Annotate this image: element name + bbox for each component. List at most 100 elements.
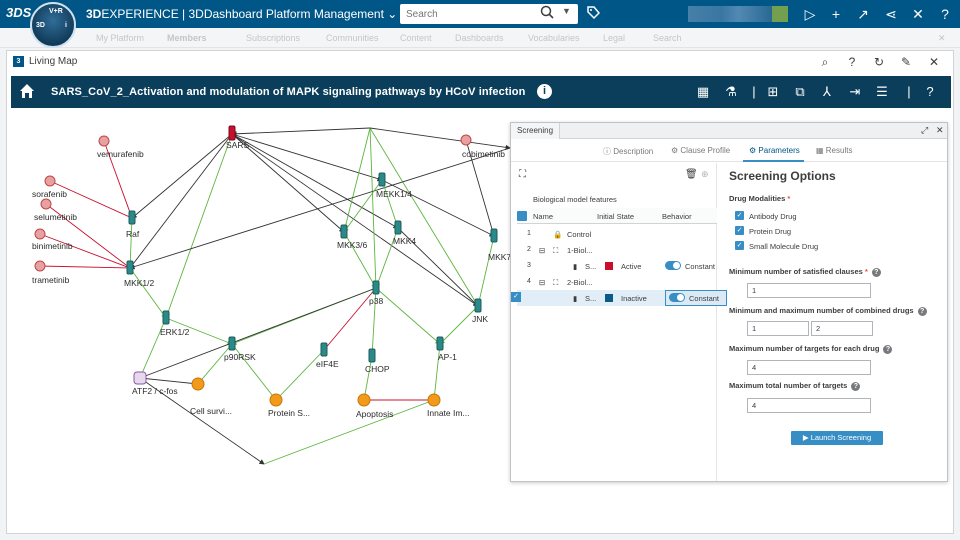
table-row[interactable]: 1 🔒 Control (527, 230, 592, 239)
export-icon[interactable]: ⇥ (849, 84, 861, 99)
table-icon[interactable]: ▦ (696, 84, 710, 99)
node-label-sars[interactable]: SARS (226, 140, 250, 150)
info-icon[interactable]: i (537, 84, 552, 99)
search-input[interactable] (406, 6, 536, 22)
tab-legal[interactable]: Legal (603, 33, 626, 43)
max-combined-input[interactable]: 2 (811, 321, 873, 336)
table-row[interactable]: 4 ⊟ ⛶ 2-Biol... (527, 278, 593, 287)
node-label-innate-immunity[interactable]: Innate Im... (427, 408, 470, 418)
help-icon[interactable]: ? (883, 344, 893, 354)
tag-icon[interactable] (586, 5, 600, 21)
document-icon[interactable]: ☰ (876, 84, 888, 99)
checkbox-small-molecule-drug[interactable]: ✓Small Molecule Drug (735, 241, 819, 251)
node-label-vemurafenib[interactable]: vemurafenib (97, 149, 144, 159)
refresh-icon[interactable]: ↻ (873, 55, 885, 69)
checkbox[interactable]: ✓ (735, 226, 744, 235)
node-label-selumetinib[interactable]: selumetinib (34, 212, 77, 222)
trash-icon[interactable]: 🗑 (685, 169, 698, 180)
node-label-mkk4[interactable]: MKK4 (393, 236, 417, 246)
maximize-icon[interactable]: ⤢ (921, 125, 929, 135)
tab-my-platform[interactable]: My Platform (96, 33, 145, 43)
chevron-down-icon[interactable]: ▼ (562, 6, 571, 16)
close-icon[interactable]: ✕ (936, 125, 944, 135)
checkbox-antibody-drug[interactable]: ✓Antibody Drug (735, 211, 797, 221)
active-color-swatch[interactable] (605, 262, 613, 270)
chevron-down-icon[interactable]: ⌄ (387, 7, 398, 21)
checkbox[interactable]: ✓ (735, 211, 744, 220)
add-icon[interactable]: + (831, 6, 841, 22)
help-icon[interactable]: ? (917, 306, 927, 316)
screening-panel-tab[interactable]: Screening (511, 123, 561, 139)
search-icon[interactable]: ⌕ (821, 55, 829, 69)
node-label-mkk12[interactable]: MKK1/2 (124, 278, 155, 288)
min-clauses-input[interactable]: 1 (747, 283, 871, 298)
help-icon[interactable]: ? (848, 55, 856, 69)
row-checkbox[interactable]: ✓ (511, 292, 521, 302)
bookmark-icon[interactable]: ▷ (804, 6, 816, 22)
tab-dashboards[interactable]: Dashboards (455, 33, 504, 43)
help-icon[interactable]: ? (926, 84, 934, 99)
checkbox-protein-drug[interactable]: ✓Protein Drug (735, 226, 792, 236)
search-icon[interactable] (540, 5, 554, 19)
behavior-toggle[interactable] (665, 261, 681, 270)
home-icon[interactable] (19, 83, 35, 99)
close-icon[interactable]: ✕ (928, 55, 940, 69)
add-feature-icon[interactable]: ⊕ (701, 169, 709, 179)
node-label-p38[interactable]: p38 (369, 296, 384, 306)
tab-clause-profile[interactable]: ⚙ Clause Profile (671, 146, 731, 155)
node-label-mkk36[interactable]: MKK3/6 (337, 240, 368, 250)
help-icon[interactable]: ? (871, 267, 881, 277)
search-box[interactable] (400, 4, 578, 24)
node-label-raf[interactable]: Raf (126, 229, 140, 239)
collapse-icon[interactable]: ⊟ (539, 246, 546, 255)
tab-description[interactable]: ⓘ Description (603, 147, 654, 156)
column-header-name[interactable]: Name (533, 212, 554, 221)
app-brand[interactable]: 3DEXPERIENCE | 3DDashboard Platform Mana… (86, 7, 398, 21)
pin-icon[interactable]: ✎ (900, 55, 912, 69)
node-label-binimetinib[interactable]: binimetinib (32, 241, 73, 251)
tab-search[interactable]: Search (653, 33, 682, 43)
table-row[interactable]: 3 ▮ S... Active Constant (527, 261, 716, 271)
node-label-erk12[interactable]: ERK1/2 (160, 327, 190, 337)
add-node-icon[interactable]: ⊞ (767, 84, 779, 99)
node-label-ap1[interactable]: AP-1 (438, 352, 457, 362)
node-label-atf2[interactable]: ATF2 / c-fos (132, 386, 178, 396)
node-label-eif4e[interactable]: eIF4E (316, 359, 339, 369)
node-label-sorafenib[interactable]: sorafenib (32, 189, 67, 199)
ds-logo[interactable]: 3DS (6, 5, 32, 20)
compass-icon[interactable]: V+R 3D i (30, 2, 76, 48)
column-header-state[interactable]: Initial State (597, 212, 635, 221)
tab-parameters[interactable]: ⚙ Parameters (743, 146, 804, 162)
expand-icon[interactable]: ⛶ (519, 169, 526, 180)
tab-members[interactable]: Members (167, 33, 207, 43)
tab-content[interactable]: Content (400, 33, 432, 43)
behavior-toggle[interactable] (669, 293, 685, 302)
table-row[interactable]: ✓ 5 ▮ S... Inactive Constant (511, 290, 727, 306)
max-targets-each-input[interactable]: 4 (747, 360, 871, 375)
branch-icon[interactable]: ⅄ (823, 84, 831, 99)
collapse-icon[interactable]: ⊟ (539, 278, 546, 287)
flask-icon[interactable]: ⚗ (725, 84, 737, 99)
node-label-apoptosis[interactable]: Apoptosis (356, 409, 394, 419)
inactive-color-swatch[interactable] (605, 294, 613, 302)
select-all-checkbox[interactable] (517, 211, 527, 221)
table-row[interactable]: 2 ⊟ ⛶ 1-Biol... (527, 246, 593, 255)
node-label-cobimetinib[interactable]: cobimetinib (462, 149, 505, 159)
node-label-jnk[interactable]: JNK (472, 314, 489, 324)
node-label-mkk7[interactable]: MKK7 (488, 252, 512, 262)
user-name-blurred[interactable] (688, 6, 772, 22)
checkbox[interactable]: ✓ (735, 241, 744, 250)
node-label-cell-survival[interactable]: Cell survi... (190, 406, 233, 416)
max-total-targets-input[interactable]: 4 (747, 398, 871, 413)
close-icon[interactable]: ✕ (938, 33, 946, 43)
tab-communities[interactable]: Communities (326, 33, 379, 43)
avatar[interactable] (772, 6, 788, 22)
network-icon[interactable]: ⋖ (885, 6, 897, 22)
node-label-mekk14[interactable]: MEKK1/4 (376, 189, 412, 199)
help-icon[interactable]: ? (941, 6, 949, 22)
tab-vocabularies[interactable]: Vocabularies (528, 33, 580, 43)
min-combined-input[interactable]: 1 (747, 321, 809, 336)
copy-node-icon[interactable]: ⧉ (795, 84, 805, 99)
node-label-chop[interactable]: CHOP (365, 364, 390, 374)
launch-screening-button[interactable]: ▶ Launch Screening (791, 431, 883, 445)
